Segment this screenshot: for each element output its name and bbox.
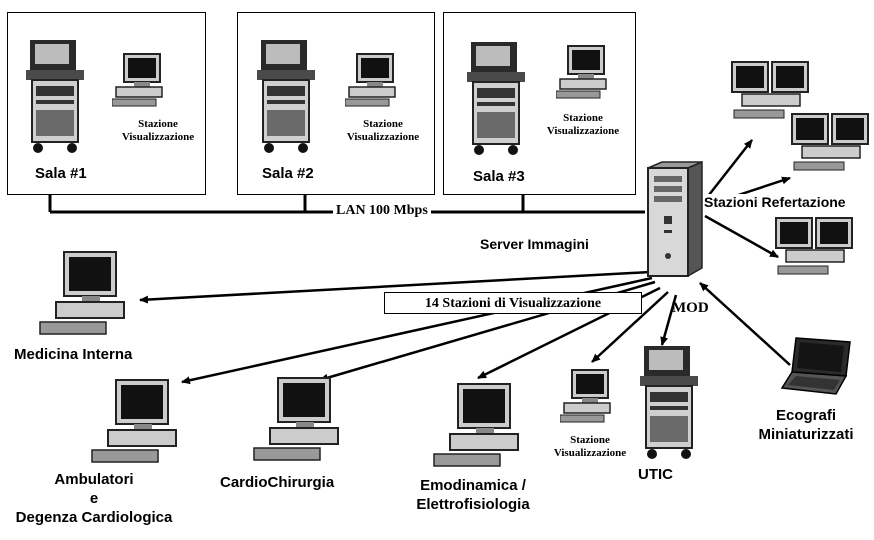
- dept-ecografi-label: Ecografi Miniaturizzati: [738, 406, 874, 444]
- computer-icon: [345, 53, 396, 107]
- computer-icon: [433, 383, 519, 467]
- ultrasound-cart-icon: [467, 42, 525, 155]
- station-label-line2: Visualizzazione: [546, 125, 620, 137]
- dept-medicina-label: Medicina Interna: [14, 346, 133, 363]
- station-label: Stazione Visualizzazione: [533, 112, 633, 138]
- dept-ecografi-line2: Miniaturizzati: [758, 426, 854, 443]
- station-label: Stazione Visualizzazione: [114, 118, 202, 144]
- ultrasound-cart-icon: [26, 40, 84, 153]
- dept-ambulatori-line1: Ambulatori: [54, 471, 134, 488]
- room-label: Sala #3: [473, 168, 525, 185]
- arrow-ecografi: [699, 282, 791, 366]
- arrow-utic-station: [591, 291, 669, 363]
- dual-monitor-workstation-icon: [775, 217, 853, 275]
- computer-icon: [253, 377, 339, 461]
- computer-icon: [556, 45, 607, 99]
- room-label: Sala #1: [35, 165, 87, 182]
- dept-emodinamica-line1: Emodinamica /: [420, 477, 526, 494]
- arrow-refertazione-1: [704, 139, 753, 201]
- dual-monitor-workstation-icon: [791, 113, 869, 171]
- utic-station-label: Stazione Visualizzazione: [538, 434, 642, 460]
- station-label-line1: Stazione: [563, 112, 603, 124]
- station-label-line2: Visualizzazione: [121, 131, 195, 143]
- refertazione-label: Stazioni Refertazione: [704, 194, 846, 210]
- dept-utic-label: UTIC: [638, 466, 673, 483]
- dept-ecografi-line1: Ecografi: [775, 407, 836, 424]
- dual-monitor-workstation-icon: [731, 61, 809, 119]
- station-label-line1: Stazione: [363, 118, 403, 130]
- dept-emodinamica-line2: Elettrofisiologia: [416, 496, 530, 513]
- ultrasound-cart-icon: [257, 40, 315, 153]
- room-label: Sala #2: [262, 165, 314, 182]
- server-tower-icon: [647, 160, 703, 278]
- dept-ambulatori-line3: Degenza Cardiologica: [15, 509, 173, 526]
- computer-icon: [112, 53, 163, 107]
- utic-station-line1: Stazione: [570, 434, 610, 446]
- station-label: Stazione Visualizzazione: [335, 118, 431, 144]
- server-label: Server Immagini: [480, 236, 589, 252]
- arrow-utic-mod: [660, 294, 678, 346]
- dept-cardiochirurgia-label: CardioChirurgia: [220, 474, 335, 491]
- laptop-icon: [780, 337, 851, 395]
- arrow-medicina: [139, 270, 651, 304]
- visual-stations-box: 14 Stazioni di Visualizzazione: [384, 292, 642, 314]
- station-label-line1: Stazione: [138, 118, 178, 130]
- station-label-line2: Visualizzazione: [346, 131, 420, 143]
- ultrasound-cart-icon: [640, 346, 698, 459]
- utic-station-line2: Visualizzazione: [553, 447, 627, 459]
- mod-label: MOD: [672, 300, 709, 316]
- arrow-refertazione-3: [704, 214, 779, 259]
- computer-icon: [91, 379, 177, 463]
- lan-label: LAN 100 Mbps: [333, 203, 431, 219]
- dept-ambulatori-line2: e: [89, 490, 99, 507]
- dept-ambulatori-label: Ambulatori e Degenza Cardiologica: [0, 470, 188, 527]
- dept-emodinamica-label: Emodinamica / Elettrofisiologia: [398, 476, 548, 514]
- computer-icon: [39, 251, 125, 335]
- computer-icon: [560, 369, 611, 423]
